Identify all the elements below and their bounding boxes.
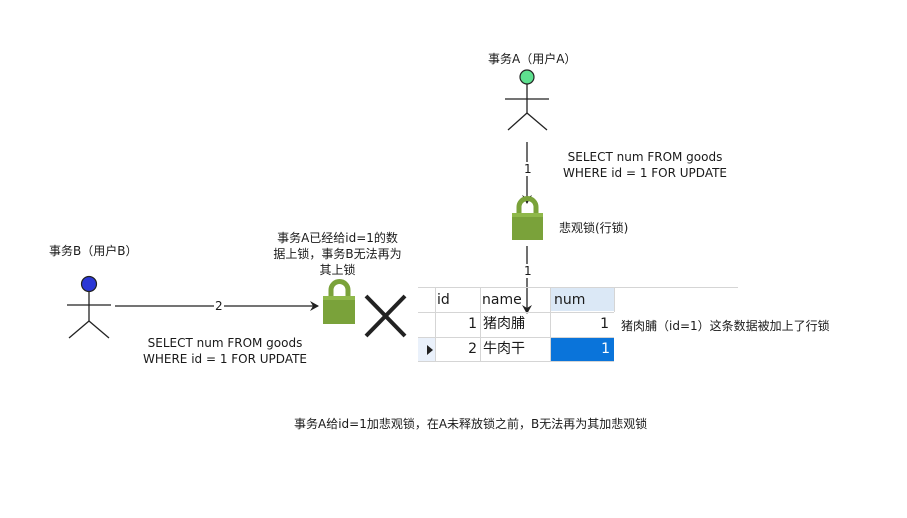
actor-a-label: 事务A（用户A） (488, 52, 577, 66)
note-b-line3: 其上锁 (319, 263, 356, 277)
lock-b-icon (323, 279, 355, 324)
actor-a-head (519, 69, 535, 85)
sql-b-line1: SELECT num FROM goods (147, 336, 303, 350)
cell-name[interactable]: 猪肉脯 (483, 316, 525, 332)
column-header-name[interactable]: name (482, 292, 522, 308)
cell-id[interactable]: 1 (468, 316, 477, 332)
row-header-selected[interactable] (418, 338, 435, 361)
lock-a-label: 悲观锁(行锁) (559, 221, 629, 235)
sql-b: SELECT num FROM goods WHERE id = 1 FOR U… (135, 335, 315, 367)
sql-a-line2: WHERE id = 1 FOR UPDATE (562, 166, 728, 180)
edge-label-b-to-lock: 2 (214, 299, 224, 313)
sql-a: SELECT num FROM goods WHERE id = 1 FOR U… (555, 149, 735, 181)
table-gridlines (418, 287, 738, 362)
edge-label-a-to-lock: 1 (523, 162, 533, 176)
sql-a-line1: SELECT num FROM goods (567, 150, 723, 164)
row-header[interactable] (418, 313, 435, 336)
note-b: 事务A已经给id=1的数 据上锁，事务B无法再为 其上锁 (260, 230, 415, 278)
actor-b-head (80, 275, 98, 293)
table-corner (418, 288, 435, 311)
table-row[interactable]: 2 牛肉干 1 (418, 338, 614, 362)
table-header-row: id name num (418, 288, 738, 312)
note-b-line1: 事务A已经给id=1的数 (277, 231, 398, 245)
note-b-line2: 据上锁，事务B无法再为 (273, 247, 402, 261)
cell-num[interactable]: 1 (600, 316, 609, 332)
edge-label-lock-to-table: 1 (523, 264, 533, 278)
column-header-id[interactable]: id (437, 292, 450, 308)
actor-b-label: 事务B（用户B） (49, 244, 138, 258)
denied-cross-icon (364, 294, 407, 338)
cell-num-selected[interactable]: 1 (551, 338, 614, 361)
cell-name[interactable]: 牛肉干 (483, 341, 525, 357)
column-header-num[interactable]: num (551, 288, 614, 311)
table-row[interactable]: 1 猪肉脯 1 (418, 313, 614, 337)
actor-b (67, 275, 111, 339)
diagram-caption: 事务A给id=1加悲观锁，在A未释放锁之前，B无法再为其加悲观锁 (294, 417, 648, 431)
current-row-icon (427, 345, 433, 355)
actor-a (505, 69, 549, 131)
row-lock-note: 猪肉脯（id=1）这条数据被加上了行锁 (621, 319, 830, 333)
lock-a-icon (512, 196, 543, 240)
sql-b-line2: WHERE id = 1 FOR UPDATE (142, 352, 308, 366)
cell-id[interactable]: 2 (468, 341, 477, 357)
